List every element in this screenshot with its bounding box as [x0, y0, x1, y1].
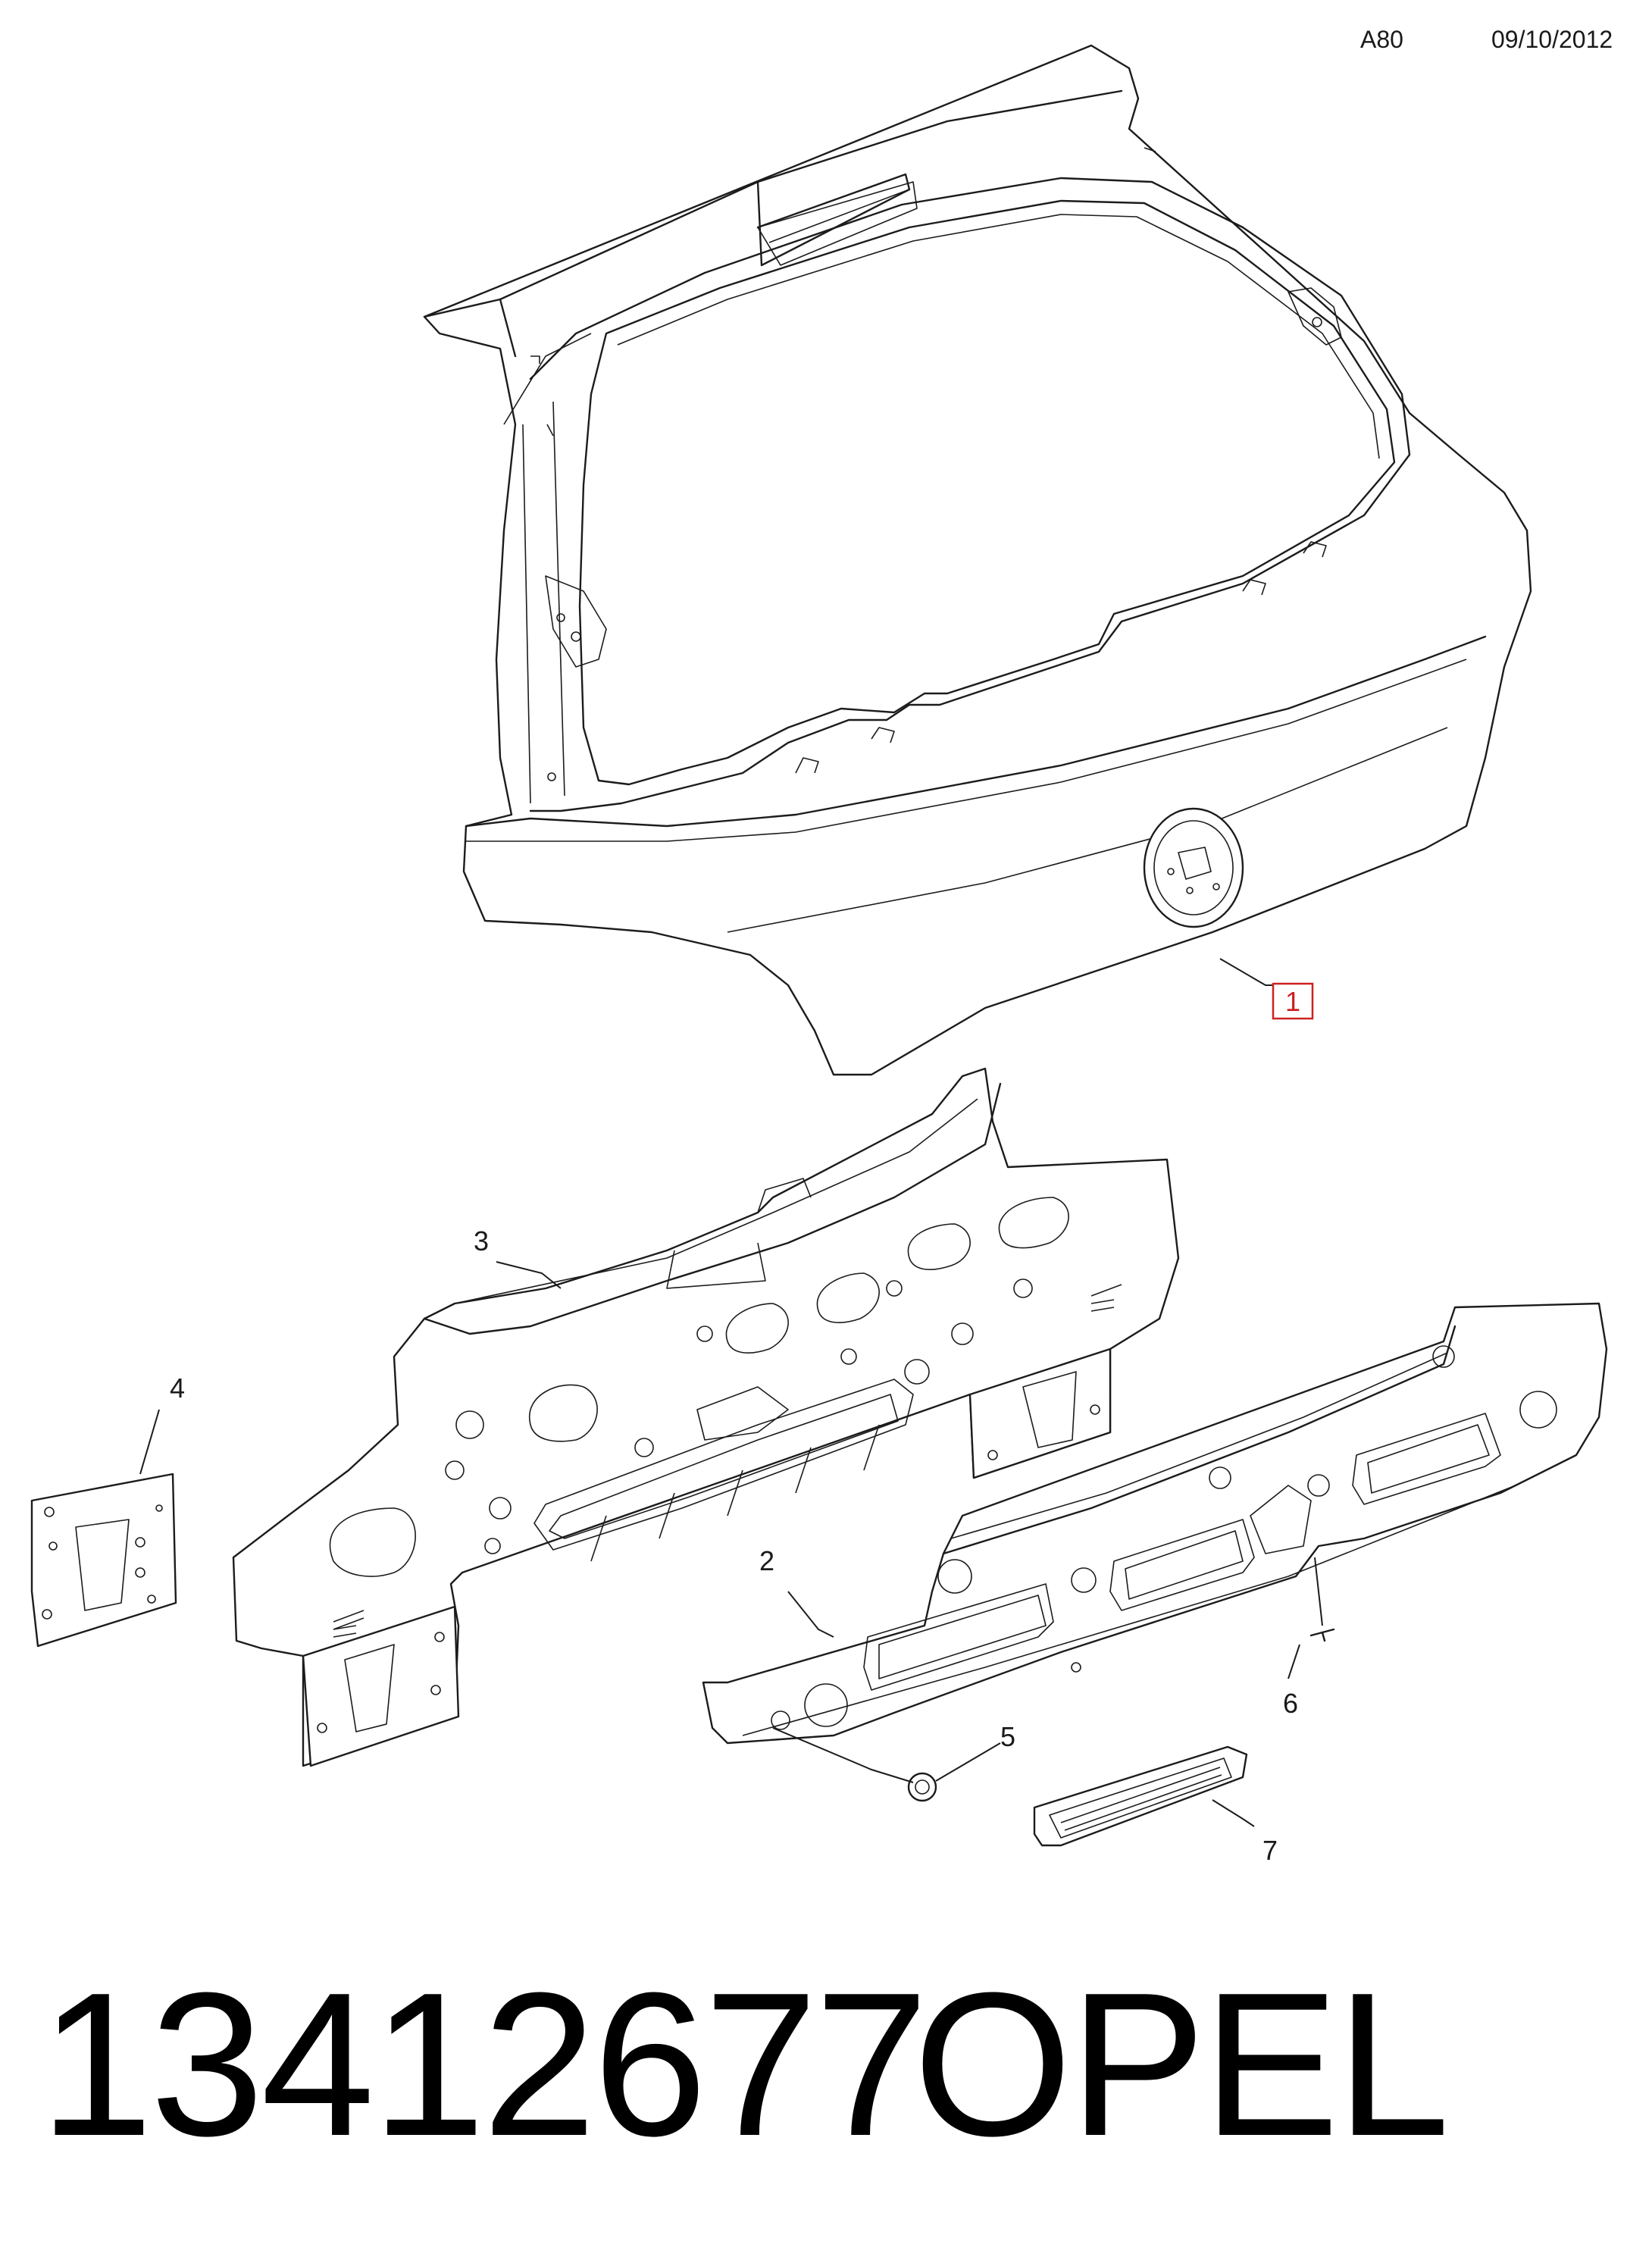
leader-lines	[139, 958, 1323, 1827]
part-6-clip	[1309, 1628, 1335, 1642]
callout-labels: 1 2 3 4 5 6 7	[170, 982, 1314, 1866]
part-5-nut	[907, 1772, 937, 1802]
diagram-code: A80	[1360, 26, 1403, 53]
brand-name: OPEL	[913, 1951, 1450, 2179]
callout-5: 5	[1000, 1721, 1015, 1752]
part-number: 13412677	[39, 1951, 928, 2179]
callout-3: 3	[474, 1225, 489, 1257]
callout-2: 2	[759, 1545, 774, 1576]
part-3-inner-panel	[232, 1067, 1180, 1767]
diagram-date: 09/10/2012	[1491, 26, 1613, 53]
callout-4: 4	[170, 1372, 185, 1404]
callout-7: 7	[1262, 1835, 1278, 1866]
part-1-tailgate	[423, 44, 1532, 1076]
part-2-reinforcement	[702, 1302, 1608, 1745]
exploded-parts-diagram: 1 2 3 4 5 6 7	[30, 44, 1608, 1866]
callout-1: 1	[1285, 986, 1300, 1017]
part-7-vent-grille	[1033, 1745, 1248, 1847]
callout-6: 6	[1283, 1688, 1298, 1719]
callout-1-box	[1272, 982, 1314, 1020]
part-4-mounting-plate	[30, 1473, 177, 1648]
